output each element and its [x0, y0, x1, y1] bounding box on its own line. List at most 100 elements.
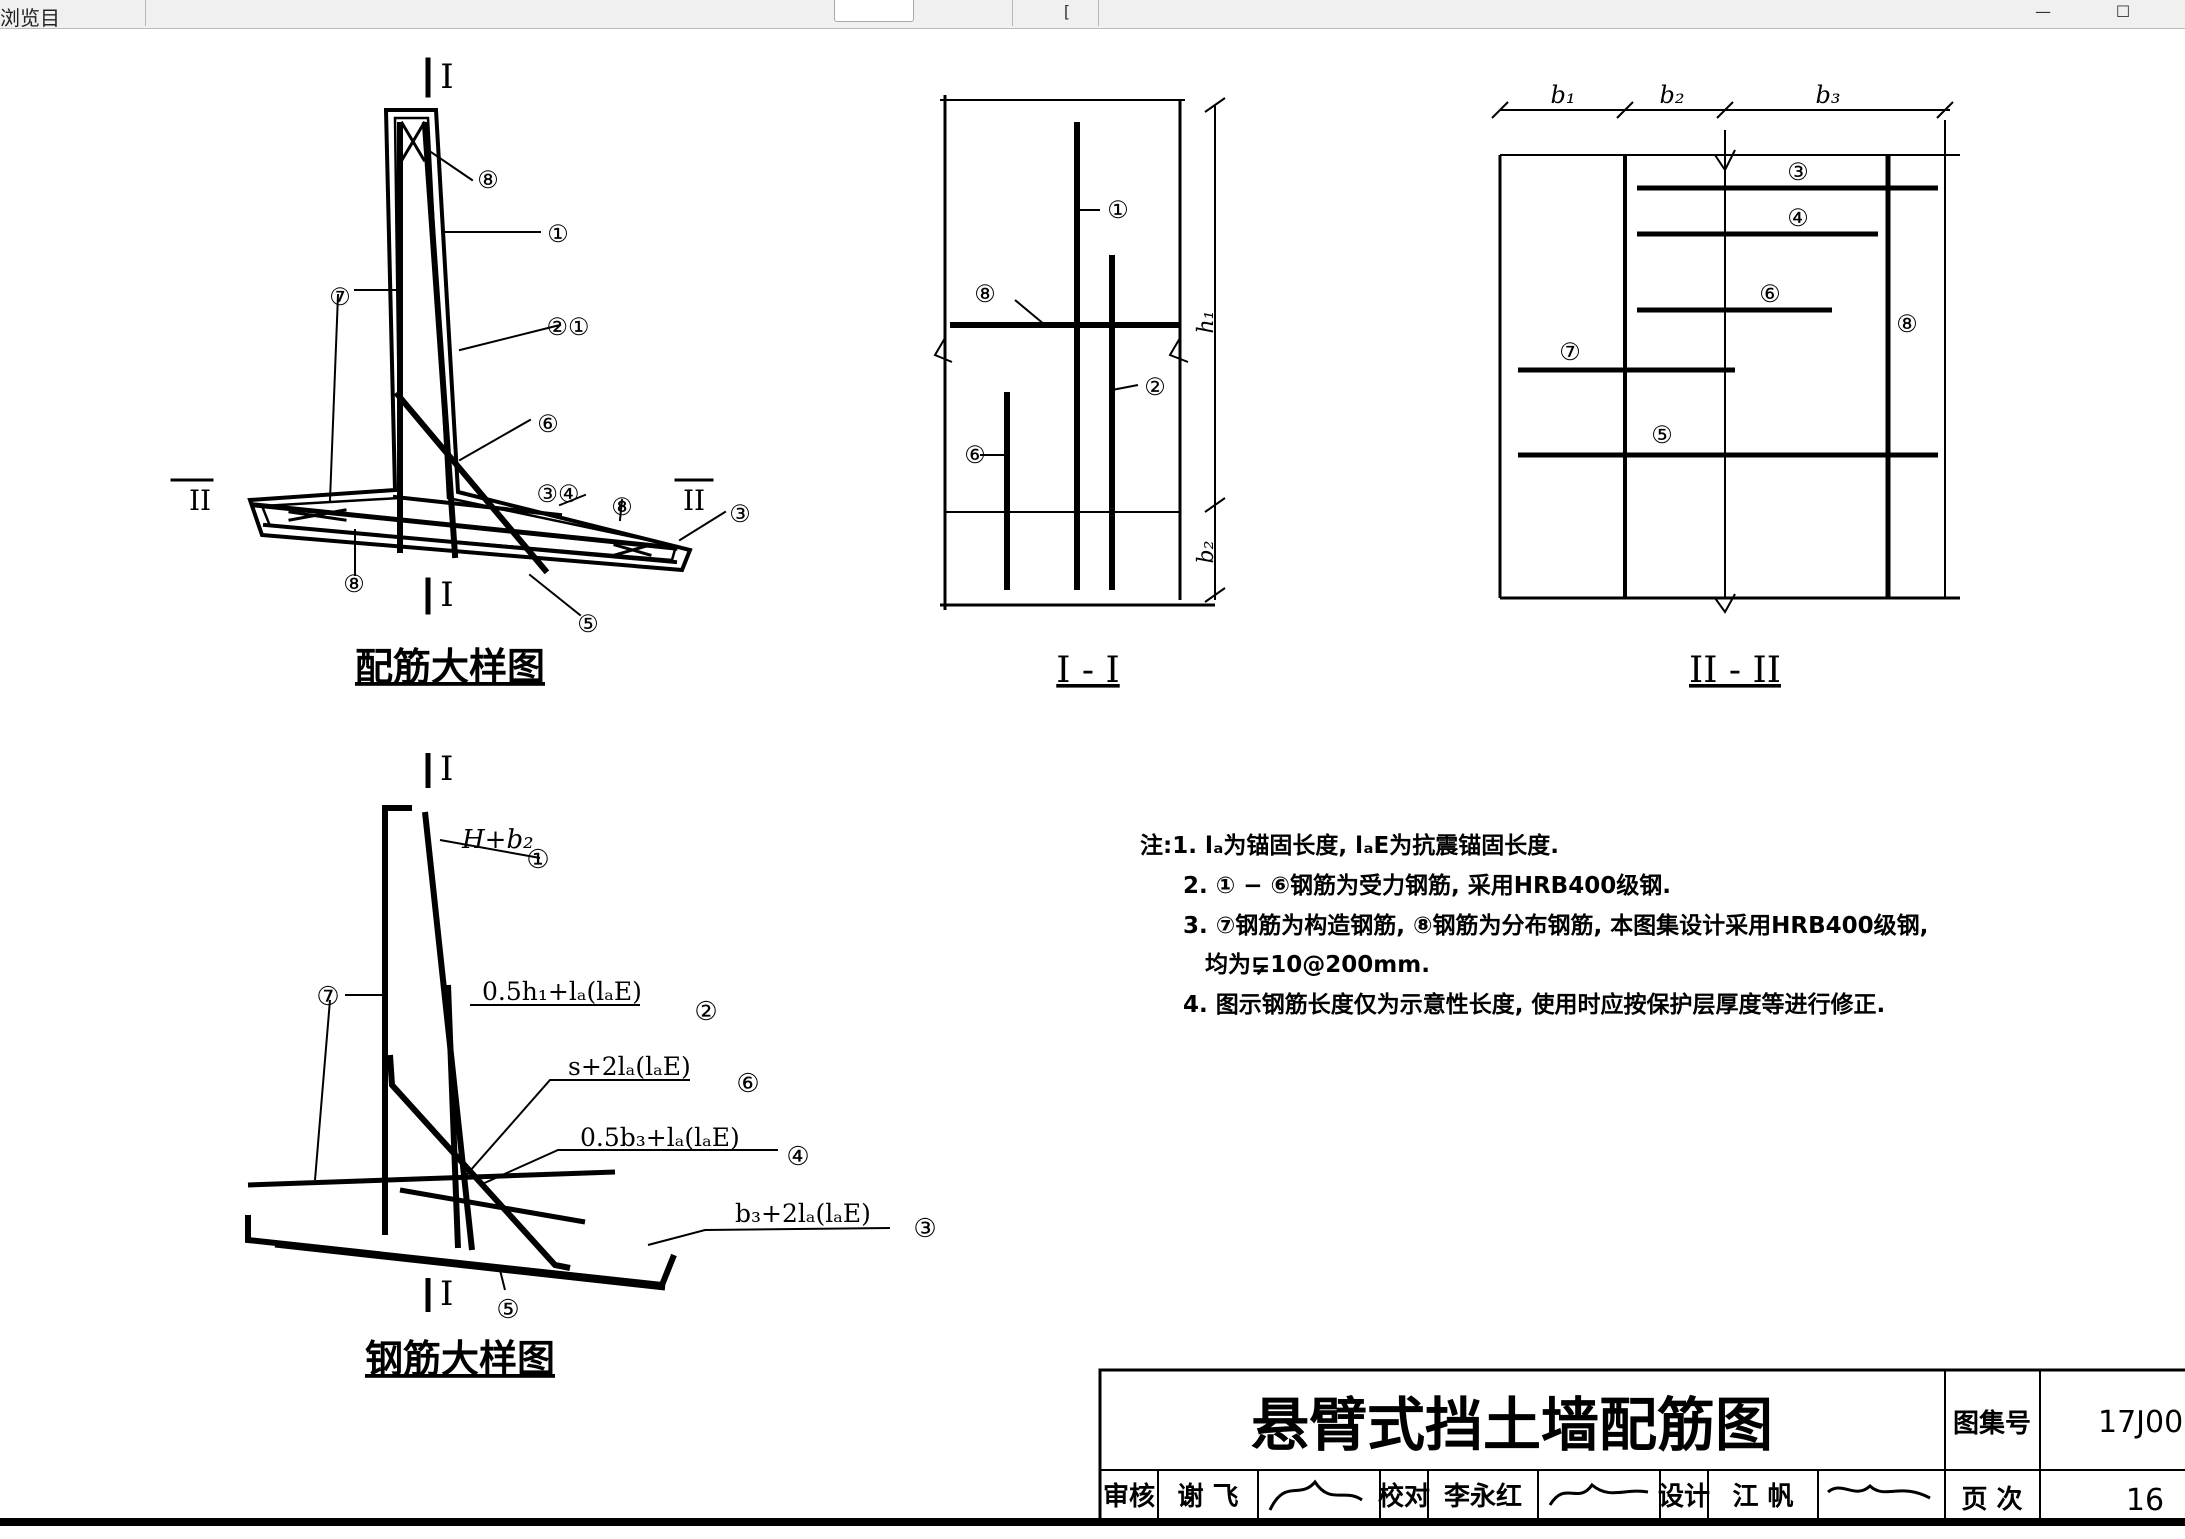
callout: ⑥: [736, 1069, 759, 1099]
minimize-button[interactable]: —: [2035, 2, 2051, 21]
rebar-shape-callouts: H+b₂ ① ⑦ 0.5h₁+lₐ(lₐE) ② s+2lₐ(lₐE) ⑥ 0.…: [316, 749, 936, 1325]
dimension-b2: b₂: [1194, 541, 1219, 564]
note-line-2: 2. ① − ⑥钢筋为受力钢筋, 采用HRB400级钢.: [1183, 872, 1671, 899]
section-mark-I: I: [440, 57, 453, 97]
toolbar-separator: [145, 0, 146, 26]
rebar-8-right: [613, 543, 652, 557]
atlas-label: 图集号: [1953, 1408, 2031, 1439]
callout: ⑥: [964, 441, 986, 469]
section-mark-II: II: [683, 484, 705, 517]
maximize-button[interactable]: ☐: [2115, 2, 2131, 21]
review-name: 谢 飞: [1177, 1481, 1238, 1512]
callout: ⑧: [611, 493, 633, 521]
page-label: 页 次: [1961, 1485, 2022, 1515]
callout: ④: [786, 1142, 809, 1172]
break-mark: [933, 337, 953, 363]
section-mark-II: II: [189, 484, 211, 517]
bar4-length-label: 0.5b₃+lₐ(lₐE): [580, 1123, 740, 1152]
callout: ②: [1144, 373, 1166, 401]
callout: ④: [1787, 204, 1809, 232]
callout: ⑥: [1759, 280, 1781, 308]
section-mark-I: I: [440, 1274, 453, 1314]
bar2-length-label: 0.5h₁+lₐ(lₐE): [482, 977, 642, 1006]
callout: ⑤: [496, 1295, 519, 1325]
callout: ②①: [546, 313, 589, 341]
detail-callouts: ⑧ ① ⑦ ②① ⑥ ③④ ⑧ ③ ⑧ ⑤ I I II II: [189, 57, 751, 638]
wall-outline: [247, 108, 693, 573]
callout: ⑧: [477, 166, 499, 194]
signature-check: [1548, 1482, 1649, 1506]
review-label: 审核: [1103, 1481, 1155, 1512]
bar1-length-label: H+b₂: [461, 825, 534, 855]
rebar-4: [399, 1187, 586, 1225]
dimension-tick: [1204, 97, 1226, 603]
rebar-4: [392, 494, 563, 518]
signature-design: [1827, 1483, 1931, 1500]
dimension-b2: b₂: [1660, 81, 1685, 109]
check-label: 校对: [1378, 1481, 1430, 1512]
title-block-text: 悬臂式挡土墙配筋图 图集号 17J00 页 次 16 审核 谢 飞 校对 李永红…: [1103, 1391, 2183, 1518]
bar3-length-label: b₃+2lₐ(lₐE): [735, 1199, 871, 1228]
design-label: 设计: [1658, 1482, 1710, 1512]
rebar-1: [421, 121, 459, 559]
callout: ⑥: [537, 410, 559, 438]
dimension-h1: h₁: [1194, 311, 1219, 334]
section-I-callouts: ① ⑧ ② ⑥ h₁ b₂: [964, 196, 1219, 563]
callout: ⑦: [1559, 338, 1581, 366]
viewer-toolbar: 浏览目 [ — ☐: [0, 0, 2185, 30]
section-I-I-drawing: [933, 95, 1226, 610]
callout: ③: [1787, 158, 1809, 186]
note-line-3b: 均为⋤10@200mm.: [1205, 951, 1430, 978]
dimension-b3: b₃: [1816, 81, 1841, 109]
title-block: [0, 1368, 2185, 1526]
title-block-cells: [1157, 1470, 1819, 1520]
callout: ⑧: [343, 570, 365, 598]
callout: ①: [526, 845, 549, 875]
note-line-4: 4. 图示钢筋长度仅为示意性长度, 使用时应按保护层厚度等进行修正.: [1183, 991, 1885, 1018]
notes-block: 注:1. lₐ为锚固长度, lₐE为抗震锚固长度. 2. ① − ⑥钢筋为受力钢…: [1140, 832, 1928, 1018]
rebar-8-top: [399, 120, 427, 163]
section-I-title: I - I: [1056, 650, 1120, 691]
toolbar-label[interactable]: 浏览目: [0, 6, 60, 30]
callout: ⑧: [974, 280, 996, 308]
rebar-base: [247, 1169, 616, 1188]
callout: ⑤: [577, 610, 599, 638]
section-II-II-drawing: [1491, 101, 1960, 614]
callout: ①: [547, 220, 569, 248]
rebar-shape-drawing: [245, 753, 891, 1312]
rebar-7: [382, 805, 412, 1235]
detail-drawing-title: 配筋大样图: [355, 645, 545, 689]
reinforcement-detail-drawing: [170, 57, 727, 617]
page-value: 16: [2126, 1483, 2164, 1518]
rebar-2: [445, 984, 461, 1249]
callout: ③④: [536, 480, 579, 508]
leader-line: [328, 146, 727, 617]
rebar-8-left: [288, 508, 347, 522]
callout: ③: [729, 500, 751, 528]
toolbar-separator: [1012, 0, 1013, 26]
page-number-field[interactable]: [834, 0, 914, 22]
callout: ⑦: [329, 283, 351, 311]
drawing-title: 悬臂式挡土墙配筋图: [1251, 1391, 1773, 1459]
page-bracket-glyph[interactable]: [: [1063, 2, 1071, 21]
section-mark-I: I: [440, 575, 453, 615]
leader-line: [980, 209, 1139, 456]
rebar-6: [393, 390, 550, 575]
callout: ⑧: [1896, 310, 1918, 338]
atlas-value: 17J00: [2098, 1405, 2183, 1440]
dimension-tick: [1491, 101, 1954, 119]
section-II-callouts: ③ ④ ⑥ ⑦ ⑧ ⑤ b₁ b₂ b₃: [1551, 81, 1918, 449]
dimension-b1: b₁: [1551, 81, 1576, 109]
rebar-5: [274, 1242, 666, 1291]
toolbar-separator: [1098, 0, 1099, 26]
signature-review: [1268, 1479, 1363, 1511]
section-II-title: II - II: [1689, 650, 1781, 691]
break-mark: [1714, 593, 1736, 614]
leader-line: [314, 839, 891, 1291]
break-mark: [1168, 337, 1189, 363]
rebar-drawing-title: 钢筋大样图: [365, 1337, 555, 1381]
break-mark: [1714, 149, 1736, 172]
rebar-5: [262, 522, 678, 565]
note-line-1: 注:1. lₐ为锚固长度, lₐE为抗震锚固长度.: [1140, 832, 1559, 859]
